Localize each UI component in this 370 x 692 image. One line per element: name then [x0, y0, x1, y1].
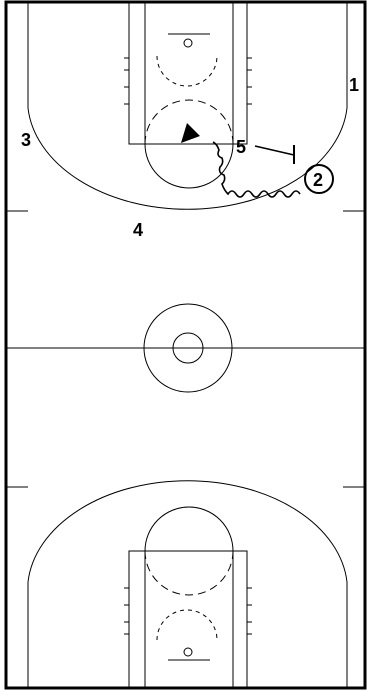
- free-throw-circle-solid-bottom: [144, 506, 234, 552]
- player-label-4: 4: [133, 220, 143, 240]
- lane-outer-top: [128, 1, 248, 145]
- player-label-1: 1: [349, 75, 359, 95]
- dribble-path: [212, 141, 301, 198]
- rim-top: [183, 38, 193, 48]
- court-boundary: [4, 0, 367, 690]
- free-throw-circle-dashed-top: [144, 99, 234, 145]
- restricted-arc-top: [156, 55, 218, 87]
- center-circle-outer: [143, 303, 233, 393]
- screen-line: [254, 145, 295, 156]
- lane-hash-marks-top: [124, 57, 252, 105]
- player-label-3: 3: [21, 130, 31, 150]
- player-2-circle: [304, 164, 334, 194]
- dribble-arrowhead: [181, 123, 200, 143]
- player-label-2: 2: [313, 170, 323, 190]
- three-point-line-bottom: [27, 480, 348, 688]
- lane-outer-bottom: [128, 550, 248, 689]
- restricted-arc-bottom: [156, 609, 218, 641]
- player-label-5: 5: [236, 137, 246, 157]
- rim-bottom: [183, 647, 193, 657]
- free-throw-circle-solid-top: [144, 143, 234, 189]
- three-point-line-top: [27, 2, 348, 210]
- free-throw-circle-dashed-bottom: [144, 550, 234, 596]
- center-circle-inner: [172, 332, 204, 364]
- lane-hash-marks-bottom: [124, 587, 252, 635]
